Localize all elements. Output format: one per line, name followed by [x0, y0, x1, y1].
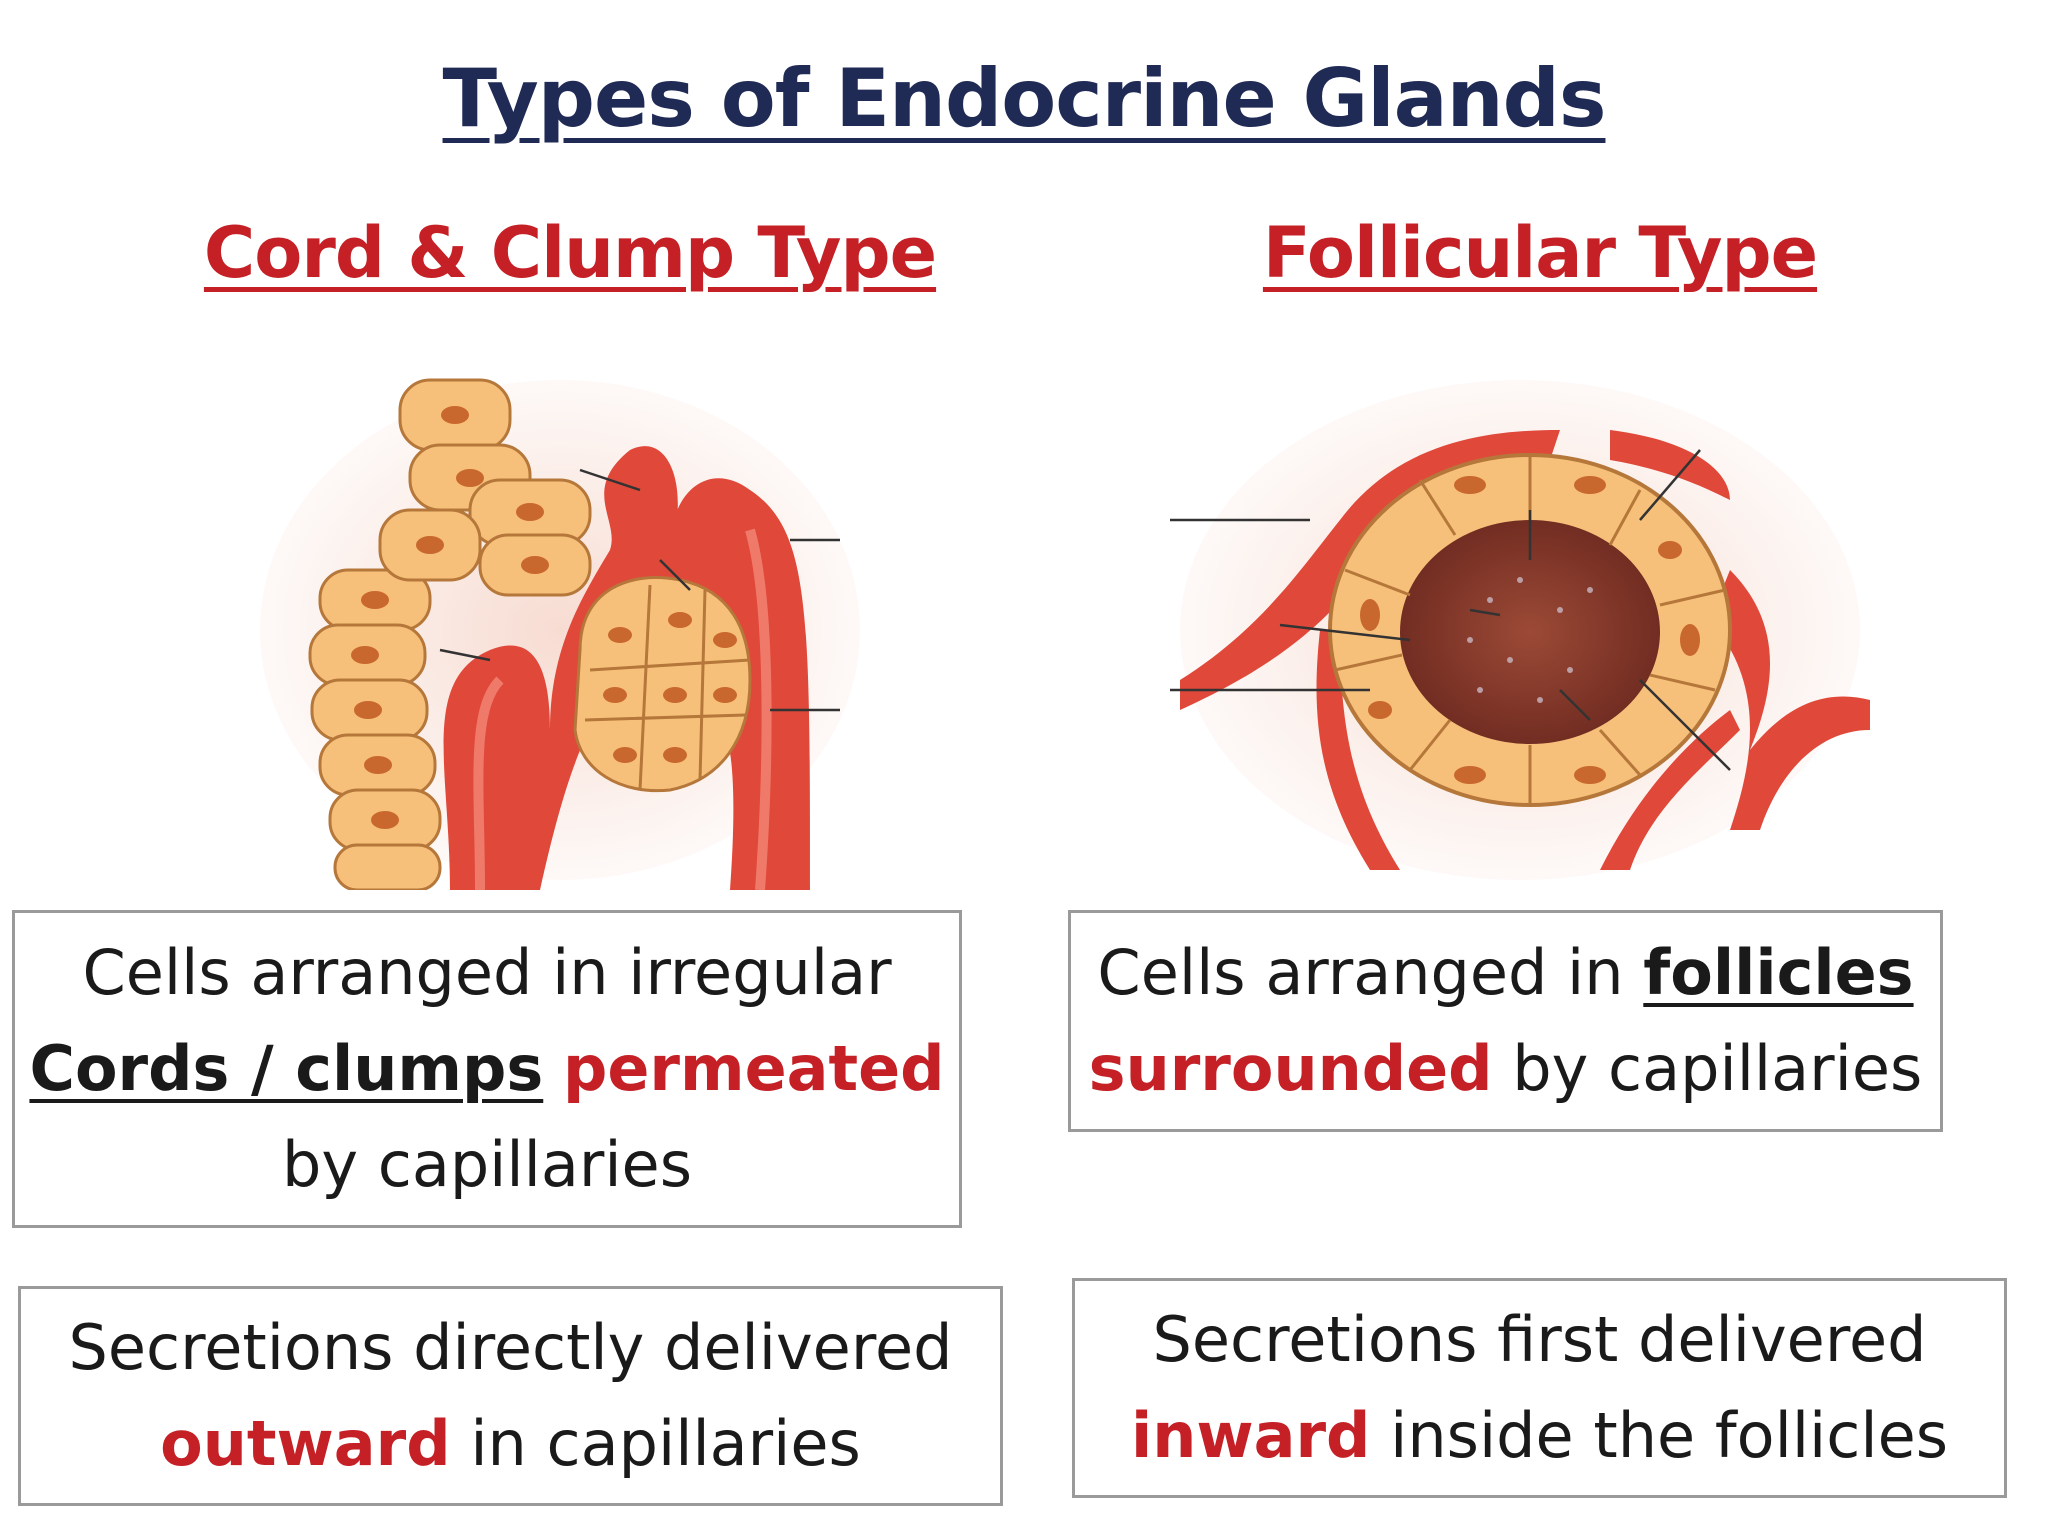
cord-clump-arrangement-box: Cells arranged in irregular Cords / clum…	[12, 910, 962, 1228]
capillary	[1710, 570, 1870, 830]
cord-clump-illustration	[260, 378, 860, 890]
follicular-secretion-box: Secretions first delivered inward inside…	[1072, 1278, 2007, 1498]
capillary	[1600, 710, 1740, 870]
capillary-highlight	[473, 676, 504, 890]
page-title: Types of Endocrine Glands	[442, 52, 1607, 145]
cell-clump	[573, 576, 752, 793]
capillary	[1180, 430, 1560, 710]
capillary-highlight	[745, 528, 772, 890]
colloid	[1400, 520, 1660, 744]
cell-borders	[584, 584, 751, 791]
follicular-illustration	[1170, 380, 1870, 880]
follicular-heading: Follicular Type	[1262, 212, 1818, 294]
cord-clump-secretion-box: Secretions directly delivered outward in…	[18, 1286, 1003, 1506]
capillary	[1610, 430, 1730, 500]
follicular-arrangement-box: Cells arranged in follicles surrounded b…	[1068, 910, 1943, 1132]
cell	[333, 843, 442, 890]
cord-clump-heading: Cord & Clump Type	[203, 212, 937, 294]
